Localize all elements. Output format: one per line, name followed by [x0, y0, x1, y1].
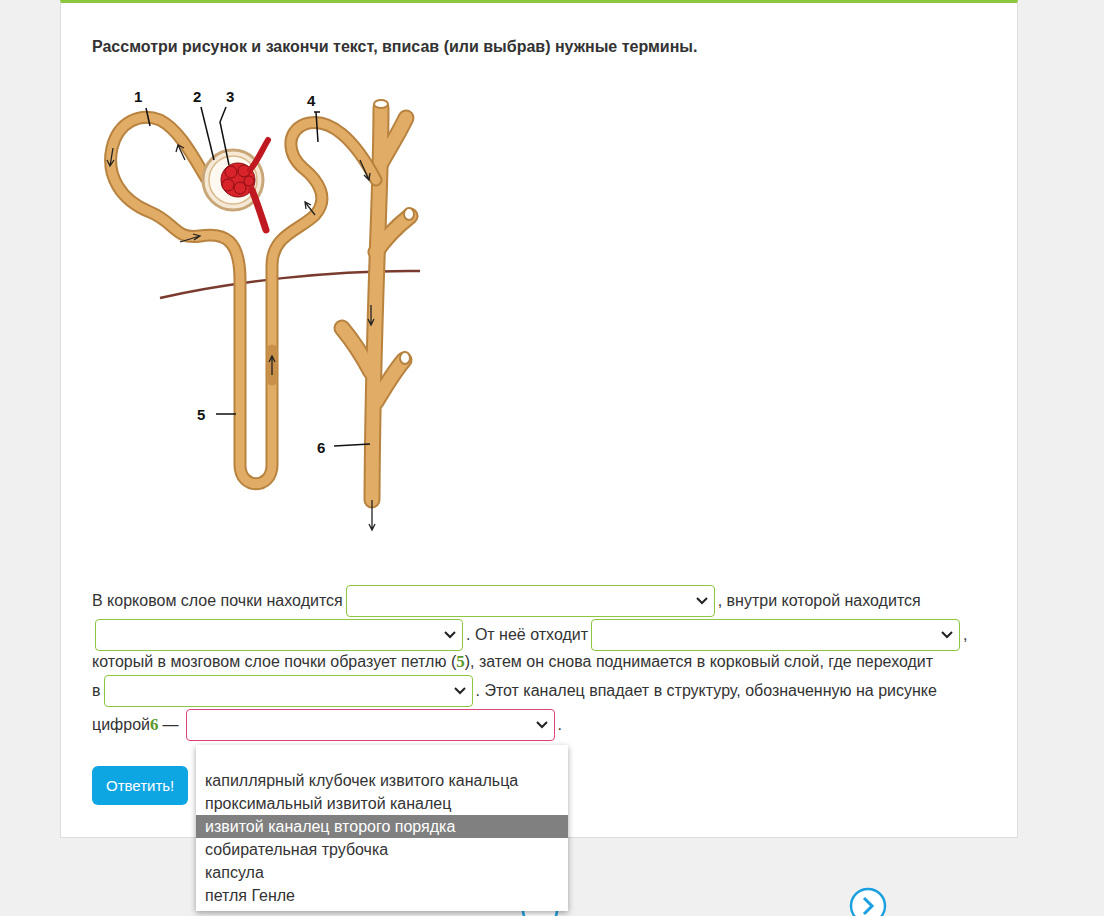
sentence-text: . [558, 716, 562, 734]
dropdown-select [346, 585, 715, 617]
dropdown-option: извитой каналец второго порядка [196, 815, 568, 838]
dropdown-list: капиллярный клубочек извитого канальцапр… [196, 745, 568, 911]
dropdown-select [591, 619, 960, 651]
task-title: Рассмотри рисунок и закончи текст, вписа… [92, 38, 697, 56]
dropdown-option: капсула [196, 861, 568, 884]
sentence-text: ), затем он снова поднимается в корковый… [465, 653, 933, 671]
dropdown-chevron [444, 630, 456, 640]
callout-number: 1 [134, 88, 142, 105]
dropdown-select [104, 675, 473, 707]
sentence-text: в [92, 682, 101, 700]
sentence-text: , внутри которой находится [718, 592, 921, 610]
sentence-line: который в мозговом слое почки образует п… [92, 652, 933, 672]
callout-number: 4 [307, 92, 315, 109]
sentence-text: , [963, 626, 967, 644]
dropdown-select [186, 709, 555, 741]
dropdown-option: проксимальный извитой каналец [196, 792, 568, 815]
sentence-text: . Этот каналец впадает в структуру, обоз… [476, 682, 937, 700]
answer-number: 5 [456, 652, 465, 672]
sentence-text: . От неё отходит [466, 626, 588, 644]
sentence-text: который в мозговом слое почки образует п… [92, 653, 456, 671]
dropdown-option: капиллярный клубочек извитого канальца [196, 769, 568, 792]
dropdown-option: петля Генле [196, 884, 568, 907]
dropdown-select [95, 619, 463, 651]
callout-number: 5 [197, 406, 205, 423]
callout-number: 2 [193, 88, 201, 105]
callout-number: 6 [317, 439, 325, 456]
dropdown-option: собирательная трубочка [196, 838, 568, 861]
dropdown-chevron [696, 596, 708, 606]
dropdown-chevron [941, 630, 953, 640]
submit-button: Ответить! [92, 766, 188, 805]
sentence-line: в . Этот каналец впадает в структуру, обо… [92, 675, 937, 707]
answer-number: 6 [150, 715, 159, 735]
button-label: Ответить! [106, 777, 174, 794]
sentence-line: цифрой6—. [92, 709, 562, 741]
callout-number: 3 [226, 88, 234, 105]
sentence-line: . От неё отходит, [92, 619, 967, 651]
sentence-text: цифрой [92, 716, 150, 734]
dropdown-chevron [536, 720, 548, 730]
sentence-line: В корковом слое почки находится , внутри … [92, 585, 921, 617]
sentence-text: В корковом слое почки находится [92, 592, 343, 610]
dropdown-chevron [454, 686, 466, 696]
sentence-text: — [163, 716, 179, 734]
